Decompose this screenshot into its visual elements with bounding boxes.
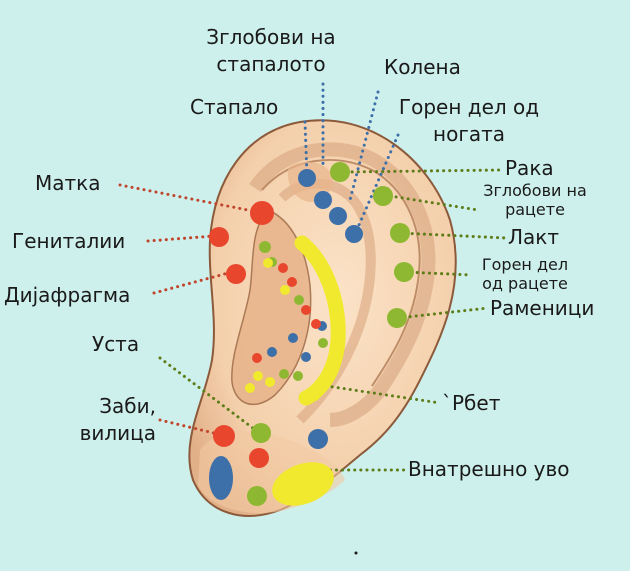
label-spine: `Рбет (442, 391, 501, 415)
genitals-point (209, 227, 229, 247)
label-upper-leg: Горен дел од ногата (398, 95, 540, 146)
red-dot (249, 448, 269, 468)
upper-leg-point (345, 225, 363, 243)
teeth-jaw-point (213, 425, 235, 447)
label-mouth: Уста (92, 332, 140, 356)
foot-point (298, 169, 316, 187)
toe-joints-point (314, 191, 332, 209)
knee-point (329, 207, 347, 225)
lobe-green-point (247, 486, 267, 506)
inner-ear-zone (272, 462, 334, 506)
leader-uterus (118, 183, 260, 214)
label-genitals: Гениталии (12, 229, 126, 253)
leader-genitals (146, 234, 216, 243)
leader-diaphragm (152, 270, 234, 295)
uterus-point (250, 201, 274, 225)
hand-point (330, 162, 350, 182)
leader-elbow (398, 231, 508, 240)
leader-finger-joints (382, 193, 480, 212)
helix-fold (249, 142, 436, 427)
label-diaphragm: Дијафрагма (4, 283, 131, 307)
lobe-blue-point (209, 456, 233, 500)
label-teeth-jaw: Заби, вилица (79, 394, 156, 445)
leader-upper-arm (403, 270, 474, 277)
blue-dot (308, 429, 328, 449)
label-foot: Стапало (190, 95, 279, 119)
leader-teeth (158, 418, 224, 437)
label-shoulders: Рамениц​и (490, 296, 595, 320)
label-uterus: Матка (35, 171, 101, 195)
label-upper-arm: Горен дел од рацете (481, 255, 569, 293)
upper-arm-point (394, 262, 414, 282)
concha (231, 209, 312, 406)
label-elbow: Лакт (508, 225, 560, 249)
leader-upper-leg (354, 133, 400, 234)
leader-mouth (158, 356, 260, 434)
mouth-point (251, 423, 271, 443)
shoulders-point (387, 308, 407, 328)
elbow-point (390, 223, 410, 243)
label-finger-joints: Зглобови на рацете (483, 181, 587, 219)
label-knee: Колена (384, 55, 461, 79)
label-hand: Рака (505, 156, 554, 180)
finger-joints-point (373, 186, 393, 206)
label-inner-ear: Внатрешно уво (408, 457, 570, 481)
diaphragm-point (226, 264, 246, 284)
leader-knee (348, 90, 380, 202)
leader-hand (344, 168, 502, 174)
label-toe-joints: Зглобови на стапалото (206, 25, 336, 76)
leader-spine (318, 383, 442, 405)
spine-zone (294, 235, 346, 406)
